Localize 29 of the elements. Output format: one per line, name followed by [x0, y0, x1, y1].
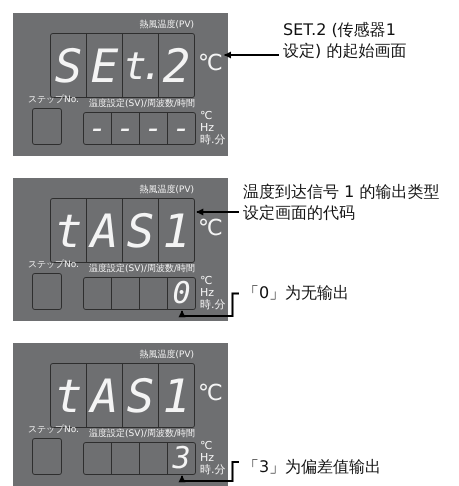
- display-heading: 熱風温度(PV): [139, 20, 194, 31]
- display-readout: 0: [84, 278, 195, 309]
- display-heading: 温度設定(SV)/周波数/時間: [89, 99, 195, 110]
- callout-text: 温度到达信号 1 的输出类型设定画面的代码: [243, 181, 449, 223]
- arrow: [224, 52, 279, 58]
- display-heading: 熱風温度(PV): [139, 185, 194, 196]
- arrow: [178, 461, 239, 482]
- display-heading: 温度設定(SV)/周波数/時間: [89, 429, 195, 440]
- display-panel: [13, 178, 228, 321]
- unit-label: ℃: [198, 216, 223, 242]
- display-heading: ステップNo.: [28, 425, 79, 436]
- callout-text: 「0」为无输出: [243, 282, 443, 303]
- unit-label-stack: ℃ Hz 時.分: [200, 275, 226, 311]
- callout-text: SET.2 (传感器1设定) 的起始画面: [283, 19, 407, 61]
- arrow: [178, 292, 239, 318]
- unit-label-stack: ℃ Hz 時.分: [200, 440, 226, 476]
- display-heading: ステップNo.: [28, 260, 79, 271]
- unit-label: ℃: [198, 381, 223, 407]
- display-heading: ステップNo.: [28, 95, 79, 106]
- display-readout: - - - -: [84, 113, 195, 144]
- display-heading: 温度設定(SV)/周波数/時間: [89, 264, 195, 275]
- unit-label-stack: ℃ Hz 時.分: [200, 110, 226, 146]
- display-heading: 熱風温度(PV): [139, 350, 194, 361]
- callout-text: 「3」为偏差值输出: [243, 456, 443, 477]
- display-panel: [13, 13, 228, 156]
- unit-label: ℃: [198, 51, 223, 77]
- arrow: [196, 208, 239, 216]
- display-readout: 3: [84, 443, 195, 474]
- display-panel: [13, 343, 228, 486]
